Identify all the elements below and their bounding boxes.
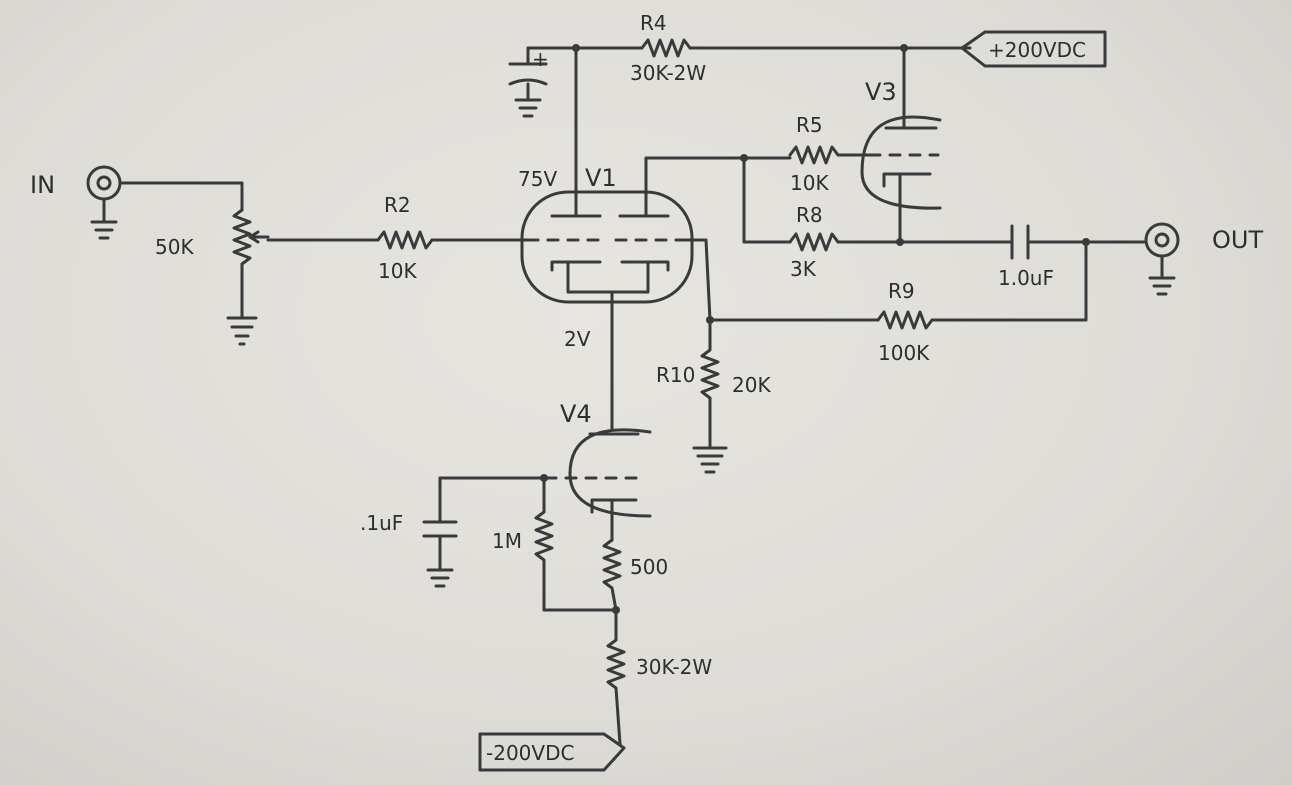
r10-value: 20K — [732, 373, 771, 397]
resistor-r10 — [692, 318, 728, 474]
resistor-r4 — [640, 38, 692, 58]
tube-v4 — [544, 428, 652, 542]
resistor-r8 — [788, 232, 840, 252]
tube-v3 — [860, 46, 942, 244]
output-capacitor — [1010, 224, 1146, 260]
r8-name: R8 — [796, 203, 823, 227]
output-cap-value: 1.0uF — [998, 266, 1054, 290]
r10-name: R10 — [656, 363, 695, 387]
pot-value: 50K — [155, 235, 194, 259]
tail-resistor-value: 30K-2W — [636, 655, 712, 679]
resistor-1m — [534, 476, 620, 612]
resistor-r5 — [788, 145, 840, 165]
supply-negative-label: -200VDC — [486, 741, 574, 765]
tube-v1-label: V1 — [585, 164, 617, 192]
r5-value: 10K — [790, 171, 829, 195]
resistor-500 — [602, 538, 622, 612]
supply-negative-tag — [478, 732, 626, 772]
r4-value: 30K-2W — [630, 61, 706, 85]
plate-voltage-label: 75V — [518, 167, 557, 191]
grid-resistor-value: 1M — [492, 529, 522, 553]
grid-cap-value: .1uF — [360, 511, 403, 535]
output-jack — [1144, 222, 1180, 296]
r2-name: R2 — [384, 193, 411, 217]
r2-value: 10K — [378, 259, 417, 283]
r9-name: R9 — [888, 279, 915, 303]
tube-v4-label: V4 — [560, 400, 592, 428]
resistor-tail-30k — [606, 608, 626, 746]
tube-v3-label: V3 — [865, 78, 897, 106]
r5-name: R5 — [796, 113, 823, 137]
output-label: OUT — [1212, 226, 1263, 254]
input-label: IN — [30, 171, 55, 199]
r9-value: 100K — [878, 341, 930, 365]
resistor-r9 — [876, 310, 934, 330]
cap-polarity-mark: + — [532, 47, 549, 71]
rail-bypass-capacitor — [508, 46, 548, 118]
cathode-voltage-label: 2V — [564, 327, 591, 351]
cathode-resistor-value: 500 — [630, 555, 668, 579]
input-jack — [86, 165, 244, 240]
tube-v1 — [520, 156, 708, 304]
supply-positive-label: +200VDC — [988, 38, 1086, 62]
potentiometer-50k — [226, 208, 270, 346]
r4-name: R4 — [640, 11, 667, 35]
junction-dot — [896, 238, 904, 246]
r8-value: 3K — [790, 257, 817, 281]
wire-r9-to-output — [930, 240, 1088, 322]
supply-positive-tag — [960, 30, 1107, 68]
wire-to-r8 — [742, 156, 792, 244]
grid-bypass-capacitor — [422, 476, 458, 588]
resistor-r2 — [376, 230, 434, 250]
